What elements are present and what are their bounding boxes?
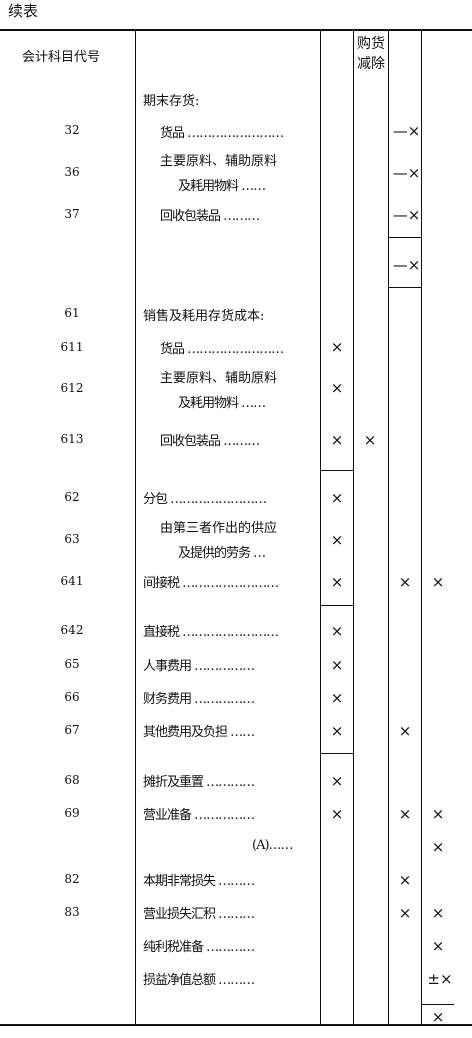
column-divider-label — [135, 30, 136, 1025]
account-code: 63 — [64, 532, 80, 546]
account-code: 641 — [60, 574, 84, 588]
account-code: 83 — [64, 905, 80, 919]
x-mark: × — [330, 379, 344, 397]
x-mark: × — [330, 531, 344, 549]
x-mark: × — [330, 656, 344, 674]
row-label-continued: 及耗用物料 …… — [178, 396, 266, 411]
row-label-continued: 及提供的劳务 … — [178, 546, 266, 561]
row-label: 本期非常损失 ……… — [143, 874, 255, 889]
column-divider-2 — [353, 30, 354, 1025]
x-mark: × — [398, 904, 412, 922]
row-label: 损益净值总额 ……… — [143, 973, 255, 988]
x-mark: × — [398, 871, 412, 889]
account-code: 37 — [64, 207, 80, 221]
row-label: 营业准备 …………… — [143, 808, 255, 823]
row-label: 主要原料、辅助原料 — [160, 371, 278, 386]
x-mark: × — [398, 722, 412, 740]
x-mark: × — [330, 622, 344, 640]
account-code: 65 — [64, 657, 80, 671]
account-code: 61 — [64, 306, 80, 320]
row-label: 分包 …………………… — [143, 492, 267, 507]
header-account-code: 会计科目代号 — [22, 50, 101, 65]
table-bottom-rule — [0, 1024, 472, 1026]
x-mark: × — [330, 805, 344, 823]
col4-rule — [421, 1004, 454, 1005]
x-mark: × — [363, 431, 377, 449]
section-heading-ending-inventory: 期末存货: — [143, 94, 200, 109]
x-mark: × — [431, 805, 445, 823]
row-label: 营业损失汇积 ……… — [143, 907, 255, 922]
column-divider-3 — [388, 30, 389, 1025]
minus-x-mark: —× — [392, 122, 421, 140]
account-code: 613 — [60, 432, 84, 446]
minus-x-mark: —× — [392, 206, 421, 224]
x-mark: × — [330, 772, 344, 790]
table-continued-title: 续表 — [8, 2, 39, 20]
account-code: 67 — [64, 723, 80, 737]
x-mark: × — [330, 573, 344, 591]
x-mark: × — [330, 689, 344, 707]
minus-x-mark: —× — [392, 256, 421, 274]
table-top-rule — [0, 29, 472, 31]
row-label: 摊折及重置 ………… — [143, 775, 255, 790]
x-mark: × — [431, 573, 445, 591]
col1-rule — [320, 753, 353, 754]
header-purchase-deduction-line1: 购货 — [357, 36, 385, 52]
account-code: 82 — [64, 872, 80, 886]
row-label: 纯利税准备 ………… — [143, 940, 255, 955]
account-code: 612 — [60, 381, 84, 395]
row-label-continued: 及耗用物料 …… — [178, 179, 266, 194]
account-code: 36 — [64, 165, 80, 179]
col3-rule — [388, 287, 421, 288]
x-mark: × — [431, 838, 445, 856]
x-mark: × — [330, 338, 344, 356]
account-code: 32 — [64, 123, 80, 137]
row-label: 货品 …………………… — [160, 342, 284, 357]
row-label: 回收包装品 ……… — [160, 434, 260, 449]
x-mark: × — [398, 573, 412, 591]
x-mark: × — [431, 937, 445, 955]
header-purchase-deduction-line2: 减除 — [357, 56, 385, 72]
x-mark: × — [431, 904, 445, 922]
x-mark: × — [431, 1008, 445, 1026]
row-label: 主要原料、辅助原料 — [160, 154, 278, 169]
x-mark: × — [398, 805, 412, 823]
row-label: 回收包装品 ……… — [160, 209, 260, 224]
row-label: 其他费用及负担 …… — [143, 725, 255, 740]
column-divider-1 — [320, 30, 321, 1025]
col3-rule — [388, 237, 421, 238]
x-mark: × — [330, 431, 344, 449]
account-code: 66 — [64, 690, 80, 704]
x-mark: × — [330, 489, 344, 507]
minus-x-mark: —× — [392, 164, 421, 182]
x-mark: × — [330, 722, 344, 740]
row-label: 直接税 …………………… — [143, 625, 279, 640]
row-label: 间接税 …………………… — [143, 576, 279, 591]
account-code: 62 — [64, 490, 80, 504]
col1-rule — [320, 470, 353, 471]
column-divider-4 — [421, 30, 422, 1025]
row-label: 由第三者作出的供应 — [160, 521, 278, 536]
account-code: 69 — [64, 806, 80, 820]
account-code: 68 — [64, 773, 80, 787]
col1-rule — [320, 605, 353, 606]
row-label: 货品 …………………… — [160, 126, 284, 141]
header-purchase-deduction: 购货 减除 — [354, 34, 388, 74]
row-label: 财务费用 …………… — [143, 692, 255, 707]
row-label-subtotal-a: (A)…… — [252, 838, 294, 853]
plus-minus-x-mark: ±× — [427, 970, 453, 988]
account-code: 611 — [60, 340, 84, 354]
section-heading-cost-of-sales: 销售及耗用存货成本: — [143, 309, 265, 324]
account-code: 642 — [60, 623, 84, 637]
row-label: 人事费用 …………… — [143, 659, 255, 674]
